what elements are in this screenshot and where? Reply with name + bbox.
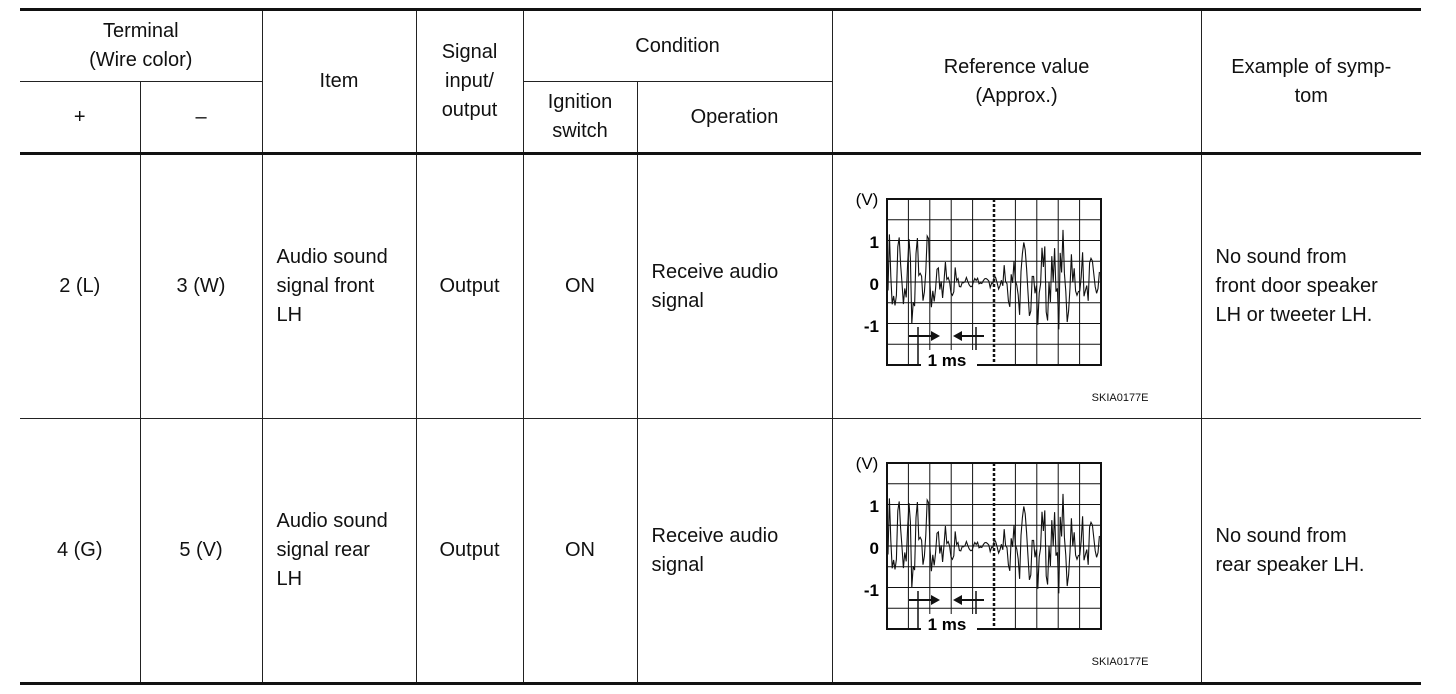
- cell-reference-waveform: (V) 1 0 -1 1 ms SKIA0177E: [831, 418, 1202, 685]
- oscilloscope-waveform: (V) 1 0 -1 1 ms: [855, 190, 1102, 373]
- terminal-spec-table: Terminal (Wire color) Item Signal input/…: [20, 7, 1422, 685]
- scope-grid: [885, 198, 1102, 367]
- scope-time-label: 1 ms: [927, 615, 966, 634]
- scope-y-label: -1: [863, 581, 878, 600]
- header-plus: +: [20, 81, 141, 156]
- table-row: 4 (G) 5 (V) Audio sound signal rear LH O…: [20, 418, 1422, 685]
- time-label-box: [920, 614, 977, 637]
- scope-grid: [885, 462, 1102, 631]
- cell-symptom: No sound from rear speaker LH.: [1200, 418, 1422, 685]
- scope-y-label: 0: [869, 275, 878, 294]
- header-minus: –: [139, 81, 263, 156]
- header-signal-io: Signal input/ output: [415, 7, 524, 156]
- header-row-1: Terminal (Wire color) Item Signal input/…: [20, 7, 1422, 156]
- cell-terminal-minus: 5 (V): [139, 418, 263, 685]
- cell-operation: Receive audio signal: [636, 418, 833, 685]
- header-terminal: Terminal (Wire color): [20, 7, 263, 83]
- cell-signal: Output: [415, 418, 524, 685]
- scope-unit-label: (V): [855, 454, 878, 473]
- oscilloscope-waveform: (V) 1 0 -1 1 ms: [855, 454, 1102, 637]
- header-operation: Operation: [636, 81, 833, 156]
- cell-symptom: No sound from front door speaker LH or t…: [1200, 153, 1422, 420]
- cell-terminal-plus: 2 (L): [20, 153, 141, 420]
- figure-code: SKIA0177E: [1091, 392, 1149, 405]
- cell-terminal-minus: 3 (W): [139, 153, 263, 420]
- cell-signal: Output: [415, 153, 524, 420]
- scope-y-label: -1: [863, 317, 878, 336]
- header-item: Item: [261, 7, 417, 156]
- cell-operation: Receive audio signal: [636, 153, 833, 420]
- cell-terminal-plus: 4 (G): [20, 418, 141, 685]
- header-reference-value: Reference value (Approx.): [831, 7, 1202, 156]
- scope-time-label: 1 ms: [927, 351, 966, 370]
- time-label-box: [920, 350, 977, 373]
- cell-item: Audio sound signal rear LH: [261, 418, 417, 685]
- header-example-symptom: Example of symp- tom: [1200, 7, 1422, 156]
- table-row: 2 (L) 3 (W) Audio sound signal front LH …: [20, 153, 1422, 420]
- audio-signal-trace: [886, 230, 1100, 330]
- scope-y-label: 1: [869, 497, 878, 516]
- scope-unit-label: (V): [855, 190, 878, 209]
- audio-signal-trace: [886, 494, 1100, 594]
- figure-code: SKIA0177E: [1091, 656, 1149, 668]
- header-row-2: + – Ignition switch Operation: [20, 81, 1421, 156]
- cell-reference-waveform: (V) 1 0 -1 1 ms SKIA0177E: [831, 153, 1202, 420]
- header-ignition-switch: Ignition switch: [522, 81, 638, 156]
- header-condition: Condition: [522, 7, 833, 83]
- cell-ignition: ON: [522, 418, 638, 685]
- cell-ignition: ON: [522, 153, 638, 420]
- scope-y-label: 1: [869, 233, 878, 252]
- scope-y-label: 0: [869, 539, 878, 558]
- cell-item: Audio sound signal front LH: [261, 153, 417, 420]
